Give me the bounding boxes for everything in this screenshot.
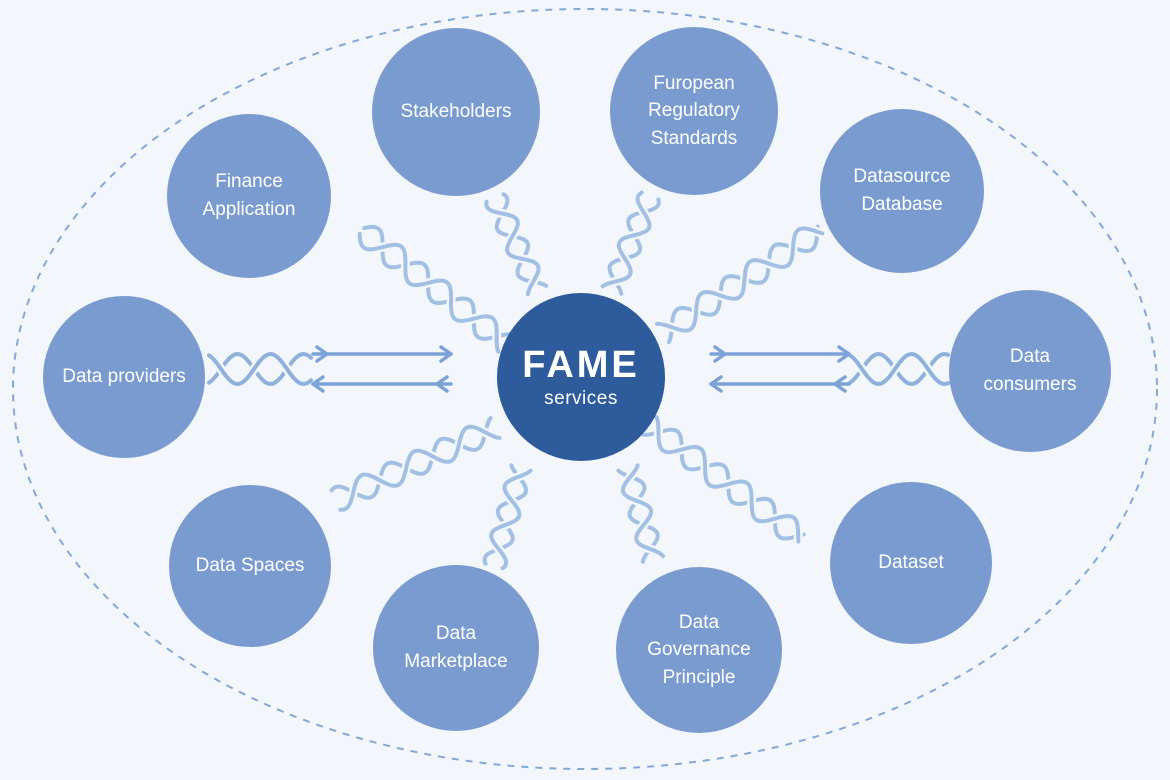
node-european-regulatory-standards: Furopean Regulatory Standards: [610, 27, 778, 195]
connector-european-regulatory-standards: [598, 188, 661, 296]
node-data-spaces: Data Spaces: [169, 485, 331, 647]
fame-subtitle: services: [544, 388, 618, 409]
node-datasource-database: Datasource Database: [820, 109, 984, 273]
node-label-european-regulatory-standards: Furopean Regulatory Standards: [648, 72, 740, 149]
node-label-data-consumers: Data consumers: [983, 346, 1077, 395]
node-label-data-providers: Data providers: [62, 366, 186, 388]
node-label-dataset: Dataset: [878, 552, 944, 574]
node-label-data-spaces: Data Spaces: [195, 555, 305, 577]
node-data-marketplace: Data Marketplace: [373, 565, 539, 731]
node-data-providers: Data providers: [43, 296, 205, 458]
connector-data-governance-principle: [616, 460, 668, 564]
connector-data-consumers: [709, 345, 953, 393]
connector-data-spaces: [329, 416, 504, 515]
node-dataset: Dataset: [830, 482, 992, 644]
fame-title: FAME: [522, 344, 640, 386]
node-stakeholders: Stakeholders: [372, 28, 540, 196]
connector-datasource-database: [652, 223, 827, 345]
node-fame-services: FAME services: [497, 293, 665, 461]
connector-stakeholders: [481, 192, 549, 299]
connector-finance-application: [355, 224, 514, 357]
node-label-datasource-database: Datasource Database: [853, 166, 951, 215]
node-label-data-governance-principle: Data Governance Principle: [647, 611, 751, 688]
connector-dataset: [641, 412, 806, 546]
node-data-governance-principle: Data Governance Principle: [616, 567, 782, 733]
node-data-consumers: Data consumers: [949, 290, 1111, 452]
ecosystem-boundary-ellipse: [12, 8, 1158, 770]
node-label-data-marketplace: Data Marketplace: [404, 623, 508, 672]
connector-data-providers: [204, 345, 453, 393]
node-finance-application: Finance Application: [167, 114, 331, 278]
connector-data-marketplace: [482, 463, 536, 573]
node-label-stakeholders: Stakeholders: [400, 101, 512, 123]
node-label-finance-application: Finance Application: [202, 171, 296, 220]
